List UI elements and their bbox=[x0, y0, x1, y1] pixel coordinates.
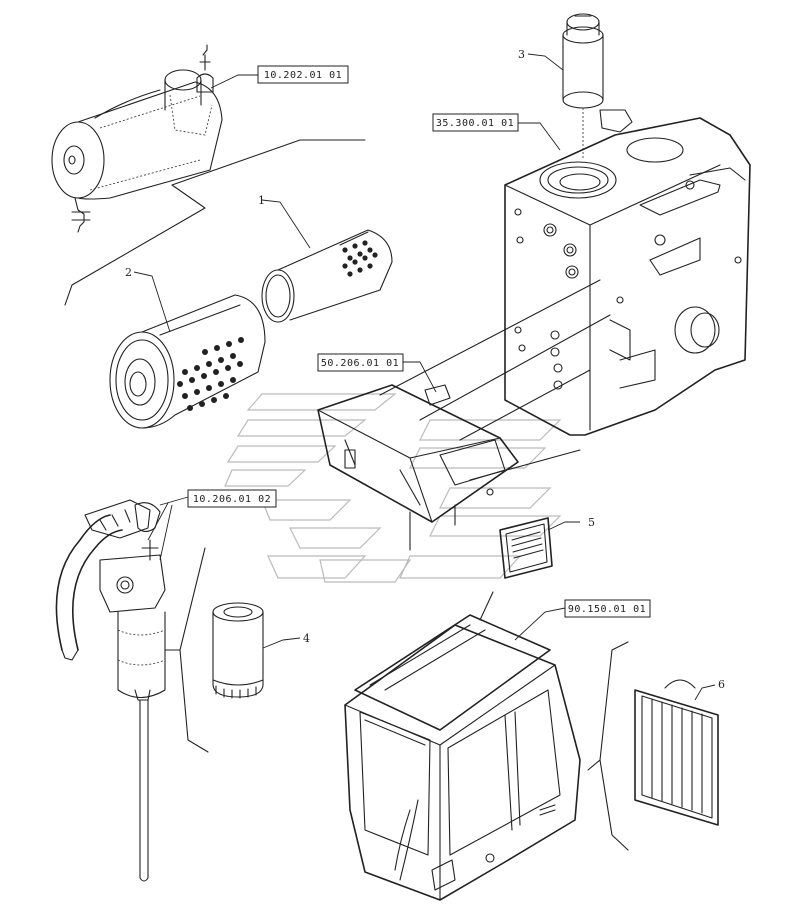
ref-text-control-box: 50.206.01 01 bbox=[321, 358, 399, 369]
outer-air-filter bbox=[109, 294, 266, 429]
leader-cab bbox=[514, 607, 566, 641]
leader-control-box bbox=[403, 361, 437, 393]
ref-text-hydraulic-tank: 35.300.01 01 bbox=[436, 118, 514, 129]
ref-label-air-intake bbox=[257, 65, 349, 84]
item-number-3: 3 bbox=[518, 48, 525, 61]
leader-item-4 bbox=[262, 637, 301, 649]
fuel-separator-line bbox=[164, 547, 209, 753]
ref-text-air-intake: 10.202.01 01 bbox=[264, 70, 342, 81]
item-number-4: 4 bbox=[303, 632, 310, 645]
leader-item-2 bbox=[133, 271, 171, 333]
cab-separator-line bbox=[587, 641, 629, 851]
group-separator-line bbox=[64, 139, 366, 306]
item-number-6: 6 bbox=[718, 678, 725, 691]
fuel-filter-cartridge bbox=[212, 602, 264, 699]
leader-item-6 bbox=[694, 684, 716, 701]
ref-text-cab: 90.150.01 01 bbox=[568, 604, 646, 615]
ref-label-hydraulic-tank bbox=[432, 113, 519, 132]
cab-filter-recirc bbox=[499, 517, 553, 579]
hydraulic-tank bbox=[504, 109, 751, 436]
cab-filter-fresh bbox=[634, 679, 719, 826]
air-intake-assembly bbox=[51, 44, 262, 233]
leader-item-1 bbox=[261, 199, 311, 249]
fuel-filter-assembly bbox=[55, 499, 166, 882]
hydraulic-filter bbox=[562, 13, 604, 160]
item-number-1: 1 bbox=[258, 194, 265, 207]
item-number-5: 5 bbox=[588, 516, 595, 529]
item-number-2: 2 bbox=[125, 266, 132, 279]
operator-cab bbox=[344, 614, 581, 901]
tank-fittings bbox=[514, 180, 742, 390]
inner-air-filter bbox=[261, 229, 393, 323]
watermark-logo bbox=[224, 393, 562, 583]
connector-lines bbox=[379, 279, 611, 481]
leader-item-5 bbox=[547, 521, 580, 531]
ref-label-fuel-filter bbox=[187, 489, 277, 508]
control-box bbox=[317, 384, 519, 551]
ref-label-cab bbox=[564, 599, 651, 618]
ref-label-control-box bbox=[317, 353, 404, 372]
leader-fuel-filter bbox=[147, 496, 189, 561]
ref-text-fuel-filter: 10.206.01 02 bbox=[193, 494, 271, 505]
leader-tank bbox=[516, 122, 561, 151]
leader-item-3 bbox=[527, 53, 564, 71]
cab-connector-line bbox=[479, 591, 494, 621]
